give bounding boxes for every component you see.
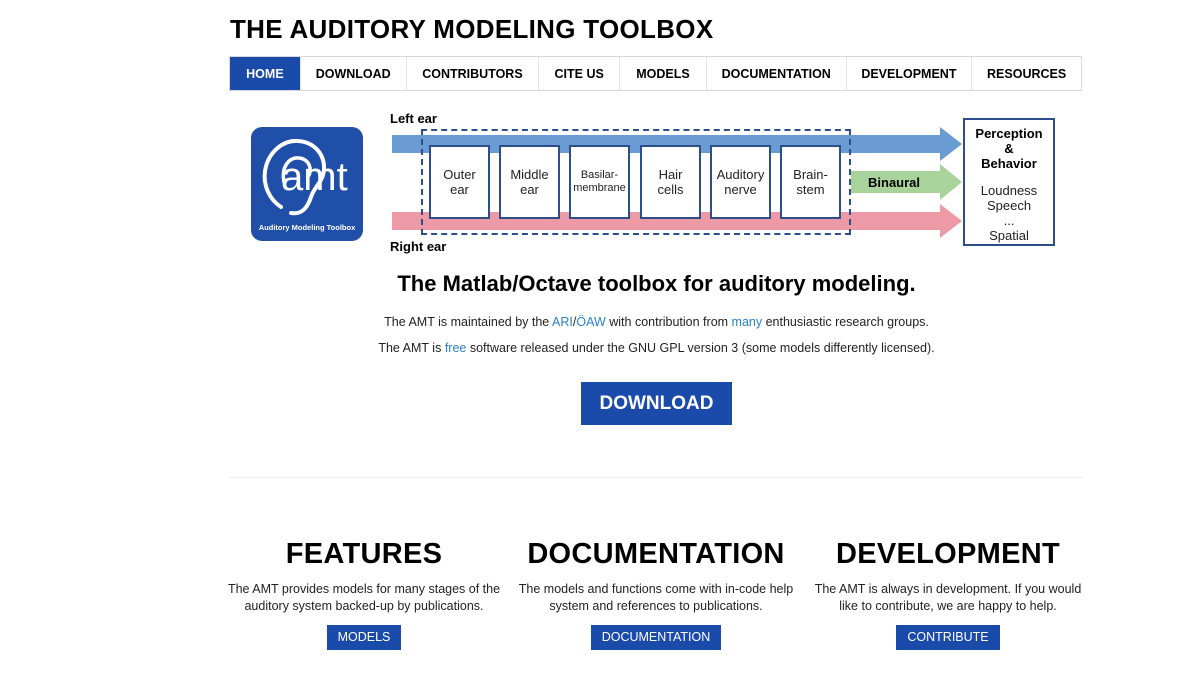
info-text: enthusiastic research groups. (762, 315, 929, 329)
stage-line-2: stem (796, 182, 825, 197)
nav-contributors[interactable]: CONTRIBUTORS (407, 57, 540, 90)
development-text: The AMT is always in development. If you… (807, 581, 1089, 615)
development-section: DEVELOPMENT The AMT is always in develop… (807, 538, 1089, 650)
amt-logo[interactable]: amt Auditory Modeling Toolbox (251, 127, 363, 241)
many-link[interactable]: many (731, 315, 763, 329)
perception-behavior-box: Perception & Behavior Loudness Speech ..… (963, 118, 1055, 246)
documentation-title: DOCUMENTATION (527, 538, 785, 570)
stage-line-1: Brain- (793, 167, 828, 182)
binaural-arrow-body (851, 171, 940, 193)
logo-caption: Auditory Modeling Toolbox (258, 223, 356, 232)
nav-resources[interactable]: RESOURCES (987, 66, 1067, 81)
development-text-line-1: The AMT is always in development. If you… (814, 582, 1082, 596)
left-ear-label: Left ear (390, 111, 437, 126)
logo-letters: amt (281, 155, 348, 199)
stage-line-1: Basilar- (580, 169, 619, 181)
features-text: The AMT provides models for many stages … (223, 581, 505, 615)
info-line-maintained: The AMT is maintained by the ARI/ÖAW wit… (0, 315, 1200, 329)
stage-line-2: ear (450, 182, 469, 197)
binaural-label: Binaural (868, 175, 921, 190)
perception-item: ... (1003, 213, 1015, 228)
left-ear-arrowhead (940, 127, 962, 161)
stage-line-2: membrane (573, 182, 626, 194)
perception-title-2: & (1004, 141, 1014, 156)
models-button[interactable]: MODELS (326, 625, 402, 650)
section-divider (229, 477, 1083, 478)
tagline: The Matlab/Octave toolbox for auditory m… (397, 271, 916, 296)
features-title: FEATURES (285, 538, 443, 570)
info-text: The AMT is (378, 341, 445, 355)
peripheral-stages-frame (421, 129, 851, 235)
features-text-line-2: auditory system backed-up by publication… (244, 599, 484, 613)
stage-basilar-membrane: Basilar-membrane (569, 145, 630, 219)
stage-line-1: Middle (510, 167, 549, 182)
nav-cite-us[interactable]: CITE US (539, 57, 621, 90)
stage-line-2: nerve (724, 182, 757, 197)
site-title: THE AUDITORY MODELING TOOLBOX (230, 14, 714, 44)
stage-line-2: ear (520, 182, 539, 197)
contribute-button[interactable]: CONTRIBUTE (896, 625, 1000, 650)
info-text: The AMT is maintained by the (384, 315, 553, 329)
documentation-button[interactable]: DOCUMENTATION (590, 625, 722, 650)
documentation-section: DOCUMENTATION The models and functions c… (515, 538, 797, 650)
right-ear-arrowhead (940, 204, 962, 238)
nav-development[interactable]: DEVELOPMENT (847, 57, 973, 90)
info-text: / (572, 315, 577, 329)
free-link[interactable]: free (444, 341, 467, 355)
perception-item: Loudness (980, 183, 1038, 198)
binaural-arrowhead (940, 164, 962, 200)
documentation-text-line-1: The models and functions come with in-co… (518, 582, 794, 596)
info-text: with contribution from (605, 315, 732, 329)
info-line-license: The AMT is free software released under … (0, 341, 1200, 355)
stage-line-2: cells (657, 182, 684, 197)
perception-item: Speech (986, 198, 1032, 213)
nav-download[interactable]: DOWNLOAD (301, 57, 407, 90)
main-nav: HOME DOWNLOAD CONTRIBUTORS CITE US MODEL… (229, 56, 1082, 91)
ari-link[interactable]: ARI (552, 315, 573, 329)
oaw-link[interactable]: ÖAW (576, 315, 606, 329)
documentation-text-line-2: system and references to publications. (549, 599, 763, 613)
stage-line-1: Auditory (716, 167, 765, 182)
nav-documentation[interactable]: DOCUMENTATION (707, 57, 847, 90)
stage-brainstem: Brain-stem (780, 145, 841, 219)
nav-models[interactable]: MODELS (620, 57, 707, 90)
features-section: FEATURES The AMT provides models for man… (223, 538, 505, 650)
perception-title-3: Behavior (981, 156, 1037, 171)
perception-title-1: Perception (975, 126, 1043, 141)
development-title: DEVELOPMENT (835, 538, 1061, 570)
ear-icon: amt (262, 138, 348, 216)
perception-item: Spatial (989, 228, 1029, 243)
stage-line-1: Outer (443, 167, 476, 182)
right-ear-label: Right ear (390, 239, 447, 254)
nav-home[interactable]: HOME (230, 57, 301, 90)
stage-line-1: Hair (658, 167, 683, 182)
features-text-line-1: The AMT provides models for many stages … (227, 582, 501, 596)
documentation-text: The models and functions come with in-co… (515, 581, 797, 615)
development-text-line-2: like to contribute, we are happy to help… (839, 599, 1057, 613)
download-button[interactable]: DOWNLOAD (581, 382, 732, 425)
info-text: software released under the GNU GPL vers… (466, 341, 935, 355)
